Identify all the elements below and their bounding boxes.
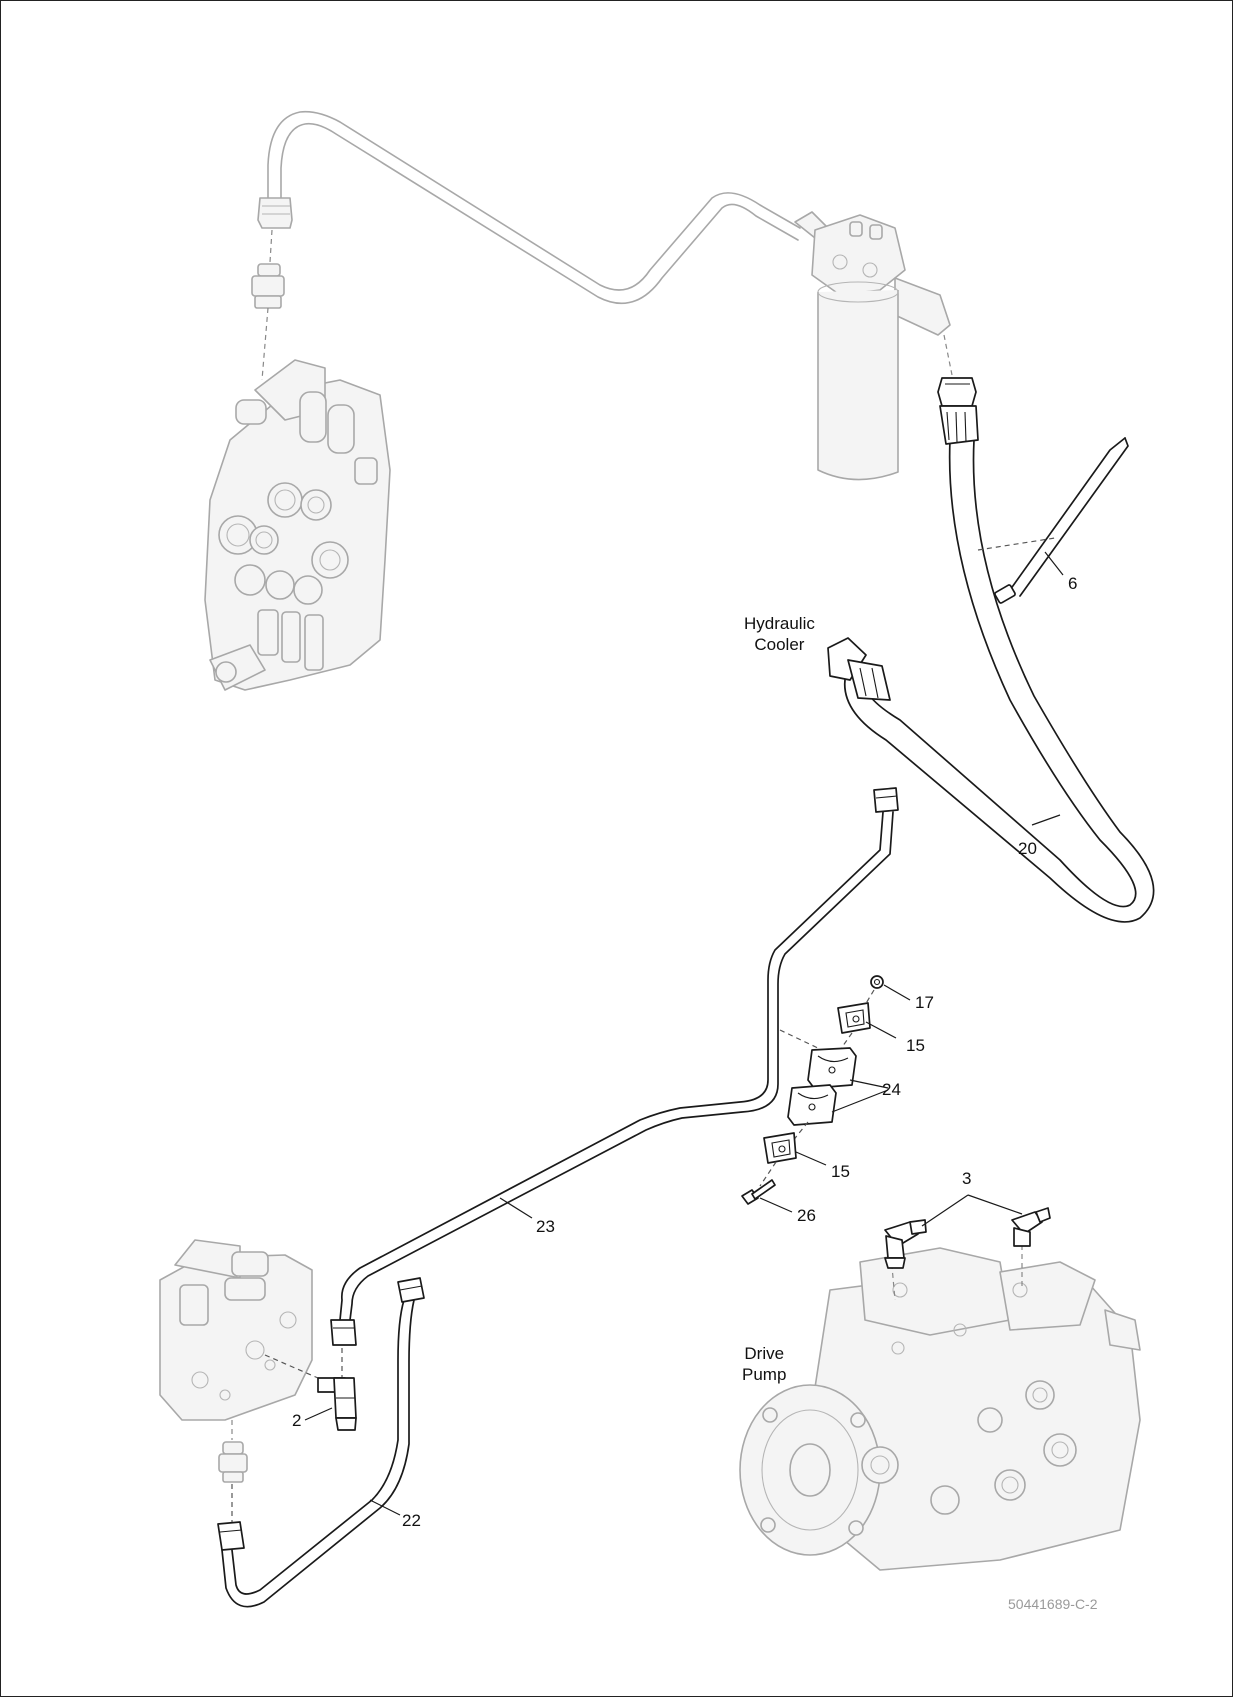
leader-3-right [967,1194,1023,1215]
hose-20-upper-fitting [937,377,979,445]
adapter-ghost [251,263,285,309]
hose-20 [843,439,1155,923]
clamp-plate-15-top [837,1002,871,1034]
dash-15-26 [759,1161,777,1187]
leader-15-top [865,1021,897,1039]
callout-15-bottom: 15 [831,1162,850,1181]
control-valve-ghost [204,359,391,691]
filter-canister-ghost [817,281,899,481]
ghost-dash-1 [269,229,273,263]
leader-17 [883,984,911,1001]
hose-20-cooler-fitting [827,637,891,701]
tube-22-lower-nut [217,1521,245,1551]
tube-23 [339,811,894,1321]
clamp-half-24-lower [787,1084,837,1126]
bolt-26 [741,1179,776,1205]
callout-23: 23 [536,1217,555,1236]
clamp-plate-15-bottom [763,1132,797,1164]
tube-nut-ghost [257,197,293,229]
callout-22: 22 [402,1511,421,1530]
tube-22-upper-nut [397,1277,425,1303]
callout-6: 6 [1068,574,1078,593]
callout-3: 3 [962,1169,972,1188]
drive-pump-ghost [739,1247,1141,1571]
leader-22 [369,1499,401,1516]
manifold-block-ghost [159,1239,313,1421]
tube-23-lower-nut [330,1319,357,1346]
figure-id: 50441689-C-2 [1008,1596,1098,1612]
clamp-half-24-upper [807,1047,857,1089]
leader-3-left [921,1194,969,1227]
dash-15-24 [839,1032,853,1051]
ghost-dash-2 [261,307,269,381]
leader-24a [849,1079,889,1089]
dash-tee-side [264,1354,319,1379]
dash-6 [977,537,1056,551]
drive-pump-label: Drive Pump [742,1344,787,1385]
leader-2 [304,1407,333,1421]
ghost-dash-pump-1 [890,1254,896,1301]
filter-head-ghost [794,211,951,336]
leader-6 [1044,551,1064,576]
callout-20: 20 [1018,839,1037,858]
hydraulic-cooler-label: Hydraulic Cooler [744,614,815,655]
leader-24b [831,1089,889,1113]
leader-23 [499,1197,533,1219]
cable-tie-6 [994,437,1129,604]
callout-24: 24 [882,1080,901,1099]
callout-2: 2 [292,1411,302,1430]
nut-17 [870,975,884,989]
ghost-dash-3 [943,334,953,376]
callout-15-top: 15 [906,1036,925,1055]
leader-26 [759,1197,793,1213]
callout-17: 17 [915,993,934,1012]
manifold-adapter-ghost [218,1441,248,1483]
tube-23-upper-nut [873,787,899,813]
tee-fitting-2 [317,1377,357,1431]
return-tube-ghost [267,110,801,305]
elbow-fitting-3-left [884,1219,927,1269]
leader-20 [1031,814,1061,826]
leader-15-bottom [795,1151,827,1166]
tube-22 [221,1299,415,1608]
callout-26: 26 [797,1206,816,1225]
dash-tube-clamp [779,1029,823,1051]
elbow-fitting-3-right [1011,1207,1051,1247]
